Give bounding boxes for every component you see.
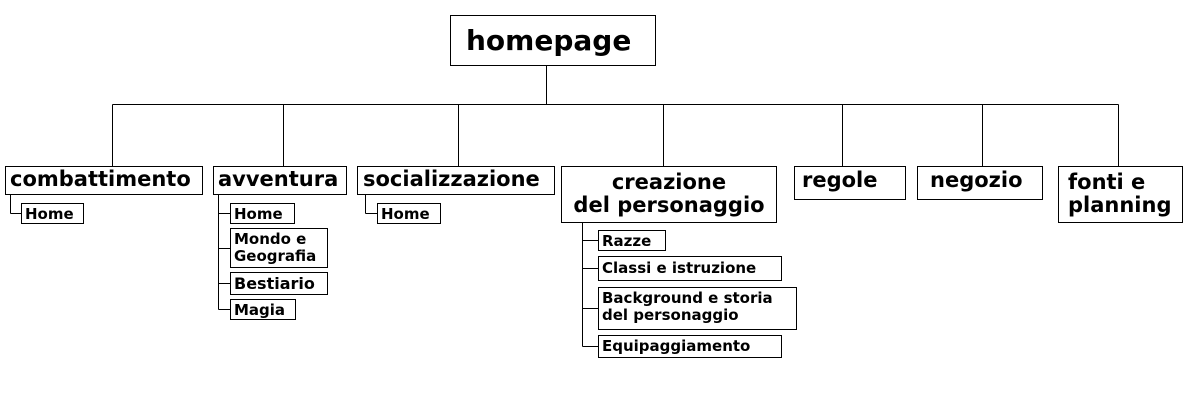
node-avventura[interactable]: avventura [213,166,347,195]
node-background-e-storia[interactable]: Background e storia del personaggio [598,287,797,330]
node-homepage[interactable]: homepage [450,15,656,66]
node-magia[interactable]: Magia [230,299,296,320]
node-equipaggiamento[interactable]: Equipaggiamento [598,335,782,358]
node-socializzazione-home[interactable]: Home [377,203,441,224]
node-combattimento-home[interactable]: Home [21,203,84,224]
node-bestiario[interactable]: Bestiario [230,272,328,295]
node-razze[interactable]: Razze [598,230,666,251]
node-avventura-home[interactable]: Home [230,203,295,224]
node-negozio[interactable]: negozio [917,166,1043,200]
node-creazione-del-personaggio[interactable]: creazione del personaggio [561,166,777,223]
node-combattimento[interactable]: combattimento [5,166,203,195]
node-mondo-e-geografia[interactable]: Mondo e Geografia [230,228,328,268]
node-regole[interactable]: regole [794,166,906,200]
node-fonti-e-planning[interactable]: fonti e planning [1058,166,1183,223]
node-classi-e-istruzione[interactable]: Classi e istruzione [598,256,782,281]
node-socializzazione[interactable]: socializzazione [357,166,555,195]
